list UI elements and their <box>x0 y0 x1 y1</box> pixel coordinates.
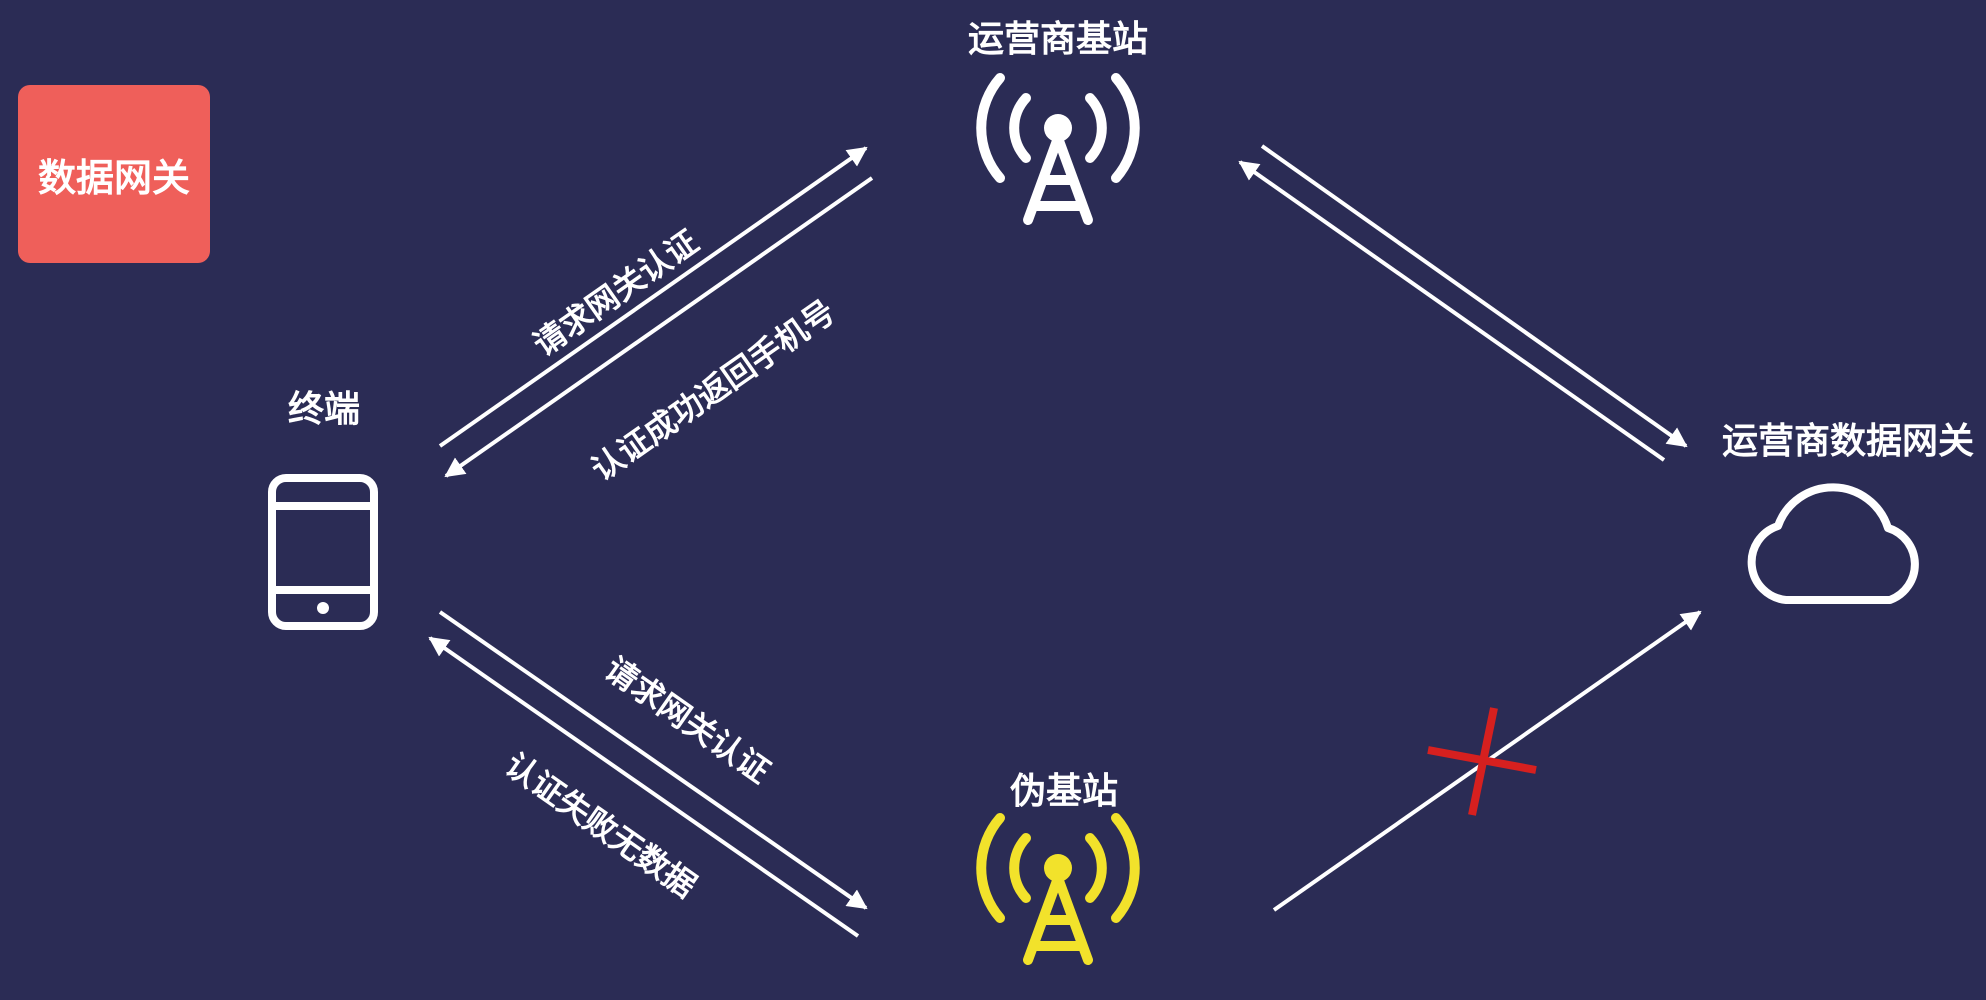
antenna-tower-icon <box>976 813 1140 965</box>
carrier-station-label: 运营商基站 <box>968 19 1149 60</box>
cross-mark-icon <box>1427 707 1537 816</box>
fake-station-label: 伪基站 <box>1010 771 1119 812</box>
phone-icon <box>268 474 378 630</box>
arrow-terminal-to-station <box>438 146 868 448</box>
cloud-icon <box>1747 483 1919 604</box>
antenna-tower-icon <box>976 73 1140 225</box>
badge-label: 数据网关 <box>37 155 190 200</box>
arrow-station-to-terminal <box>444 176 874 478</box>
arrow-terminal-to-fake-station <box>438 610 868 910</box>
arrow-station-to-gateway <box>1260 144 1688 448</box>
terminal-label: 终端 <box>288 389 361 430</box>
arrow-gateway-to-station <box>1238 160 1666 462</box>
arrow-fake-station-to-terminal <box>428 636 860 938</box>
data-gateway-badge: 数据网关 <box>18 85 210 263</box>
carrier-gateway-label: 运营商数据网关 <box>1722 421 1975 462</box>
